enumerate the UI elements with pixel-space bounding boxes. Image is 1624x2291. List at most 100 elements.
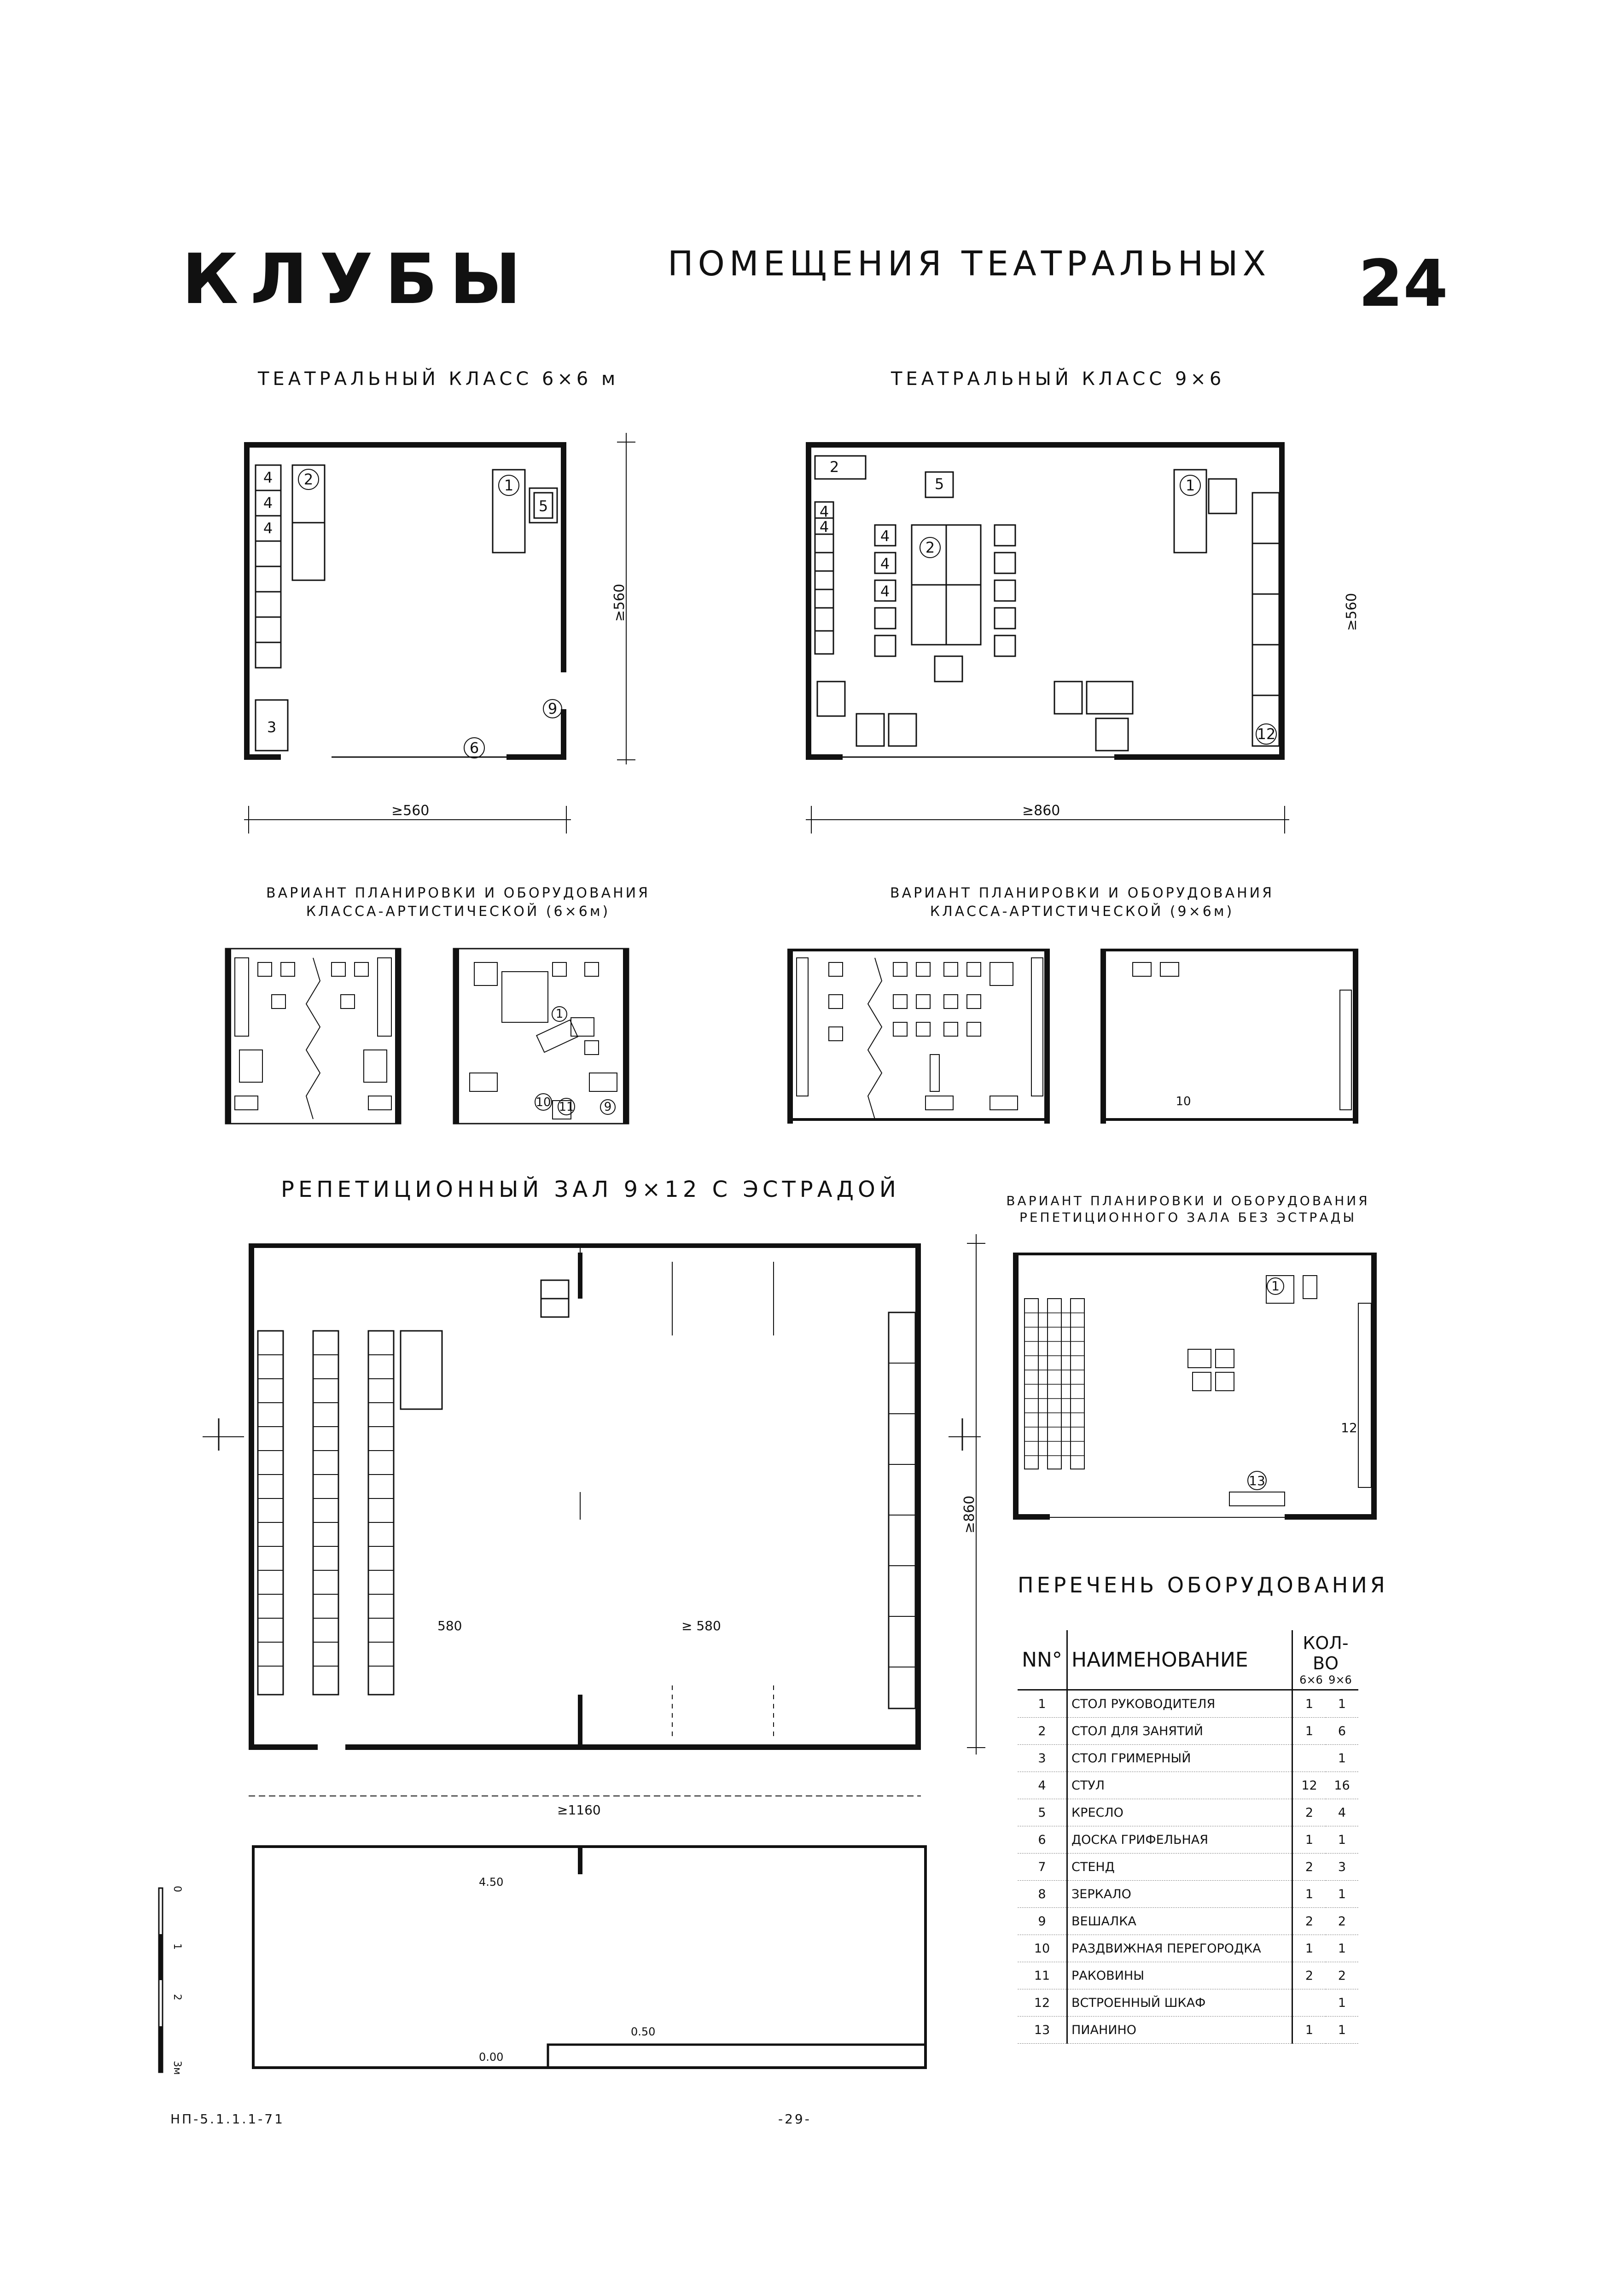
equipment-name: СТУЛ — [1067, 1772, 1293, 1799]
col-qty-header: КОЛ-ВО 6×6 9×6 — [1292, 1630, 1358, 1691]
svg-text:13: 13 — [1249, 1473, 1265, 1488]
svg-text:2: 2 — [926, 539, 935, 556]
svg-text:1: 1 — [1186, 477, 1195, 494]
equipment-name: СТЕНД — [1067, 1853, 1293, 1881]
col-qty-a: 6×6 — [1299, 1673, 1323, 1686]
svg-text:1: 1 — [504, 477, 513, 494]
plan-b-drawing: 2 44 444 52 112 ≥860 ≥560 — [806, 442, 1360, 834]
sheet-title: ПОМЕЩЕНИЯ ТЕАТРАЛЬНЫХ — [668, 244, 1271, 284]
equipment-qty-a: 1 — [1292, 1826, 1326, 1854]
equipment-qty-b: 3 — [1326, 1853, 1358, 1881]
hall-variant-drawing: 1 12 13 — [1013, 1253, 1377, 1520]
col-name-header: НАИМЕНОВАНИЕ — [1067, 1630, 1293, 1691]
col-num-header: NN° — [1018, 1630, 1068, 1691]
equipment-qty-b: 1 — [1326, 1880, 1358, 1908]
section-title: КЛУБЫ — [182, 239, 533, 320]
plan-a-drawing: 444 23 15 96 ≥560 ≥560 — [244, 433, 635, 834]
equipment-qty-a: 1 — [1292, 1717, 1326, 1745]
plan-a-width-label: ≥560 — [391, 803, 429, 819]
svg-text:5: 5 — [539, 497, 548, 515]
svg-text:4: 4 — [880, 527, 890, 545]
svg-text:9: 9 — [548, 700, 557, 717]
hall-width-label: ≥1160 — [557, 1802, 601, 1818]
equipment-name: РАЗДВИЖНАЯ ПЕРЕГОРОДКА — [1067, 1935, 1293, 1962]
equipment-num: 2 — [1018, 1717, 1068, 1745]
col-qty-label: КОЛ-ВО — [1303, 1633, 1349, 1673]
equipment-qty-b: 16 — [1326, 1772, 1358, 1799]
equipment-qty-a: 2 — [1292, 1962, 1326, 1989]
hall-area-label: ≥ 580 — [681, 1618, 721, 1633]
hall-height-label: ≥860 — [961, 1496, 978, 1533]
equipment-name: ВСТРОЕННЫЙ ШКАФ — [1067, 1989, 1293, 2017]
section-floor-label: 0.00 — [479, 2051, 503, 2064]
svg-text:4: 4 — [263, 494, 273, 512]
hall-variant-title: ВАРИАНТ ПЛАНИРОВКИ И ОБОРУДОВАНИЯ РЕПЕТИ… — [1004, 1193, 1372, 1226]
equipment-num: 10 — [1018, 1935, 1068, 1962]
equipment-qty-a: 1 — [1292, 1880, 1326, 1908]
equipment-qty-b: 2 — [1326, 1907, 1358, 1935]
equipment-qty-a: 2 — [1292, 1853, 1326, 1881]
equipment-name: ВЕШАЛКА — [1067, 1907, 1293, 1935]
equipment-name: КРЕСЛО — [1067, 1799, 1293, 1826]
equipment-qty-b: 1 — [1326, 1744, 1358, 1772]
equipment-num: 11 — [1018, 1962, 1068, 1989]
equipment-list-title: ПЕРЕЧЕНЬ ОБОРУДОВАНИЯ — [1018, 1573, 1388, 1597]
svg-text:4: 4 — [880, 555, 890, 572]
variant-9x6-drawing: 10 — [787, 949, 1358, 1124]
svg-text:11: 11 — [559, 1100, 574, 1114]
plan-b-width-label: ≥860 — [1022, 803, 1060, 819]
equipment-qty-b: 1 — [1326, 1935, 1358, 1962]
equipment-qty-a — [1292, 1744, 1326, 1772]
svg-text:4: 4 — [263, 469, 273, 486]
footer-code: НП-5.1.1.1-71 — [170, 2111, 285, 2127]
equipment-qty-a — [1292, 1989, 1326, 2017]
plan-b-height-label: ≥560 — [1344, 593, 1360, 631]
svg-text:10: 10 — [536, 1096, 551, 1109]
variant-9x6-title-line2: КЛАССА-АРТИСТИЧЕСКОЙ (9×6м) — [930, 904, 1234, 920]
equipment-num: 5 — [1018, 1799, 1068, 1826]
equipment-qty-b: 2 — [1326, 1962, 1358, 1989]
hall-title: РЕПЕТИЦИОННЫЙ ЗАЛ 9×12 С ЭСТРАДОЙ — [281, 1177, 900, 1202]
svg-text:3: 3 — [267, 718, 276, 736]
equipment-qty-a: 2 — [1292, 1799, 1326, 1826]
svg-text:10: 10 — [1176, 1095, 1191, 1108]
equipment-num: 3 — [1018, 1744, 1068, 1772]
equipment-num: 8 — [1018, 1880, 1068, 1908]
sheet-number: 24 — [1358, 246, 1448, 321]
equipment-name: РАКОВИНЫ — [1067, 1962, 1293, 1989]
svg-text:1: 1 — [1271, 1278, 1280, 1294]
hall-variant-title-line1: ВАРИАНТ ПЛАНИРОВКИ И ОБОРУДОВАНИЯ — [1006, 1193, 1370, 1208]
variant-6x6-title-line1: ВАРИАНТ ПЛАНИРОВКИ И ОБОРУДОВАНИЯ — [266, 885, 650, 901]
svg-text:12: 12 — [1341, 1420, 1357, 1435]
svg-text:4: 4 — [263, 519, 273, 537]
equipment-num: 1 — [1018, 1690, 1068, 1718]
svg-text:4: 4 — [880, 583, 890, 600]
equipment-name: ПИАНИНО — [1067, 2016, 1293, 2044]
svg-text:2: 2 — [830, 458, 839, 476]
svg-text:9: 9 — [604, 1100, 612, 1114]
svg-text:12: 12 — [1257, 725, 1276, 743]
col-qty-b: 9×6 — [1328, 1673, 1352, 1686]
footer-page: -29- — [778, 2111, 811, 2127]
equipment-name: СТОЛ ГРИМЕРНЫЙ — [1067, 1744, 1293, 1772]
hall-drawing: ≥1160 ≥860 580 ≥ 580 — [203, 1234, 985, 1818]
equipment-qty-b: 1 — [1326, 1826, 1358, 1854]
variant-9x6-title-line1: ВАРИАНТ ПЛАНИРОВКИ И ОБОРУДОВАНИЯ — [890, 885, 1274, 901]
equipment-name: ДОСКА ГРИФЕЛЬНАЯ — [1067, 1826, 1293, 1854]
hall-variant-title-line2: РЕПЕТИЦИОННОГО ЗАЛА БЕЗ ЭСТРАДЫ — [1019, 1210, 1357, 1225]
equipment-qty-a: 1 — [1292, 1690, 1326, 1718]
equipment-qty-b: 1 — [1326, 1989, 1358, 2017]
